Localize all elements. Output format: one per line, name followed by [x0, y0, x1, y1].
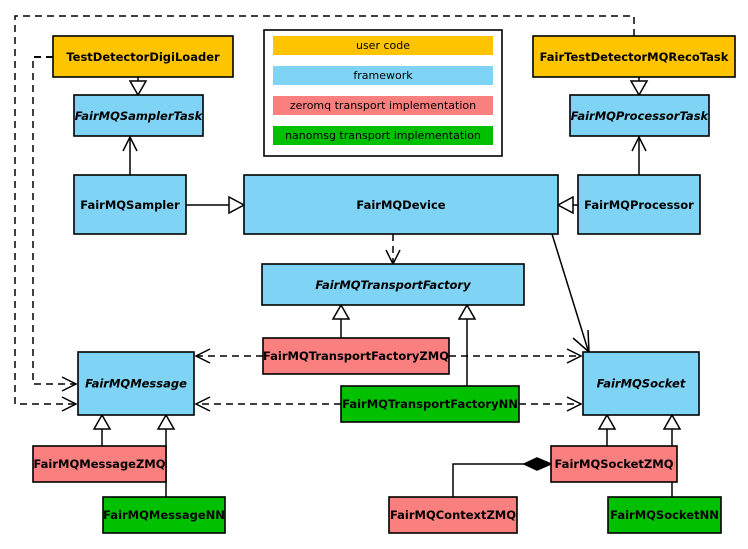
node-FairMQMessageZMQ[interactable]: FairMQMessageZMQ	[32, 445, 167, 483]
node-label: FairTestDetectorMQRecoTask	[540, 50, 729, 64]
legend-swatch	[273, 96, 493, 115]
node-FairMQDevice[interactable]: FairMQDevice	[243, 174, 559, 235]
edge-processor-uses-processortask	[631, 135, 647, 175]
node-box[interactable]	[77, 351, 195, 416]
node-layer: TestDetectorDigiLoader FairTestDetectorM…	[32, 35, 736, 534]
node-box[interactable]	[607, 496, 722, 534]
node-box[interactable]	[262, 337, 450, 375]
legend: user code framework zeromq transport imp…	[263, 29, 503, 157]
node-box[interactable]	[582, 351, 700, 416]
node-FairMQSampler[interactable]: FairMQSampler	[73, 174, 187, 235]
node-box[interactable]	[243, 174, 559, 235]
node-label: FairMQDevice	[356, 198, 445, 212]
legend-item-nanomsg: nanomsg transport implementation	[273, 126, 493, 145]
node-label: TestDetectorDigiLoader	[66, 50, 220, 64]
node-label: FairMQProcessorTask	[571, 109, 710, 123]
node-box[interactable]	[550, 445, 678, 483]
node-label: FairMQMessageNN	[103, 508, 225, 522]
legend-label: zeromq transport implementation	[290, 99, 476, 112]
edge-contextzmq-composed-in-socketzmq	[452, 457, 553, 497]
node-label: FairMQTransportFactoryNN	[342, 397, 518, 411]
node-box[interactable]	[577, 174, 701, 235]
node-box[interactable]	[569, 94, 710, 137]
node-FairMQSocketNN[interactable]: FairMQSocketNN	[607, 496, 722, 534]
node-box[interactable]	[340, 385, 520, 423]
node-FairMQSocketZMQ[interactable]: FairMQSocketZMQ	[550, 445, 678, 483]
node-label: FairMQSamplerTask	[75, 109, 204, 123]
edge-socketzmq-inherits-socket	[597, 413, 617, 446]
edge-recotask-inherits-processortask	[629, 77, 649, 97]
node-label: FairMQSampler	[80, 198, 180, 212]
node-box[interactable]	[388, 496, 518, 534]
node-FairMQMessageNN[interactable]: FairMQMessageNN	[102, 496, 226, 534]
legend-item-framework: framework	[273, 66, 493, 85]
legend-label: framework	[353, 69, 413, 82]
edge-digiloader-uses-message	[32, 56, 78, 392]
node-FairMQTransportFactoryZMQ[interactable]: FairMQTransportFactoryZMQ	[262, 337, 450, 375]
node-label: FairMQTransportFactoryZMQ	[263, 349, 449, 363]
legend-swatch	[273, 126, 493, 145]
edge-sampler-inherits-device	[186, 195, 246, 215]
legend-swatch	[273, 36, 493, 55]
legend-label: user code	[356, 39, 410, 52]
node-box[interactable]	[73, 94, 204, 137]
node-label: FairMQMessage	[85, 377, 187, 391]
edge-factoryzmq-creates-message	[194, 348, 263, 364]
legend-item-zeromq: zeromq transport implementation	[273, 96, 493, 115]
edge-factoryzmq-creates-socket	[449, 348, 583, 364]
node-FairMQTransportFactoryNN[interactable]: FairMQTransportFactoryNN	[340, 385, 520, 423]
node-box[interactable]	[532, 35, 736, 78]
node-label: FairMQTransportFactory	[315, 278, 471, 292]
edge-processor-inherits-device	[556, 195, 578, 215]
edge-factorynn-creates-message	[194, 396, 341, 412]
node-label: FairMQSocketZMQ	[555, 457, 674, 471]
legend-item-user-code: user code	[273, 36, 493, 55]
legend-label: nanomsg transport implementation	[285, 129, 481, 142]
node-box[interactable]	[32, 445, 167, 483]
node-FairMQSamplerTask[interactable]: FairMQSamplerTask	[73, 94, 204, 137]
node-FairMQProcessorTask[interactable]: FairMQProcessorTask	[569, 94, 710, 137]
node-label: FairMQSocket	[597, 377, 686, 391]
node-box[interactable]	[102, 496, 226, 534]
edge-sampler-uses-samplertask	[122, 135, 138, 175]
node-label: FairMQMessageZMQ	[33, 457, 165, 471]
node-FairMQProcessor[interactable]: FairMQProcessor	[577, 174, 701, 235]
node-FairMQSocket[interactable]: FairMQSocket	[582, 351, 700, 416]
node-FairMQMessage[interactable]: FairMQMessage	[77, 351, 195, 416]
edge-factorynn-inherits-factory	[457, 303, 477, 386]
edge-device-uses-transportfactory	[385, 234, 401, 266]
legend-swatch	[273, 66, 493, 85]
edge-digiloader-inherits-samplertask	[128, 77, 148, 97]
node-label: FairMQProcessor	[584, 198, 694, 212]
node-box[interactable]	[52, 35, 234, 78]
edge-factorynn-creates-socket	[519, 396, 583, 412]
node-label: FairMQSocketNN	[610, 508, 719, 522]
node-box[interactable]	[73, 174, 187, 235]
node-FairMQTransportFactory[interactable]: FairMQTransportFactory	[261, 263, 525, 306]
node-TestDetectorDigiLoader[interactable]: TestDetectorDigiLoader	[52, 35, 234, 78]
edge-recotask-uses-message	[14, 15, 635, 412]
node-FairTestDetectorMQRecoTask[interactable]: FairTestDetectorMQRecoTask	[532, 35, 736, 78]
edge-messagezmq-inherits-message	[92, 413, 112, 446]
node-box[interactable]	[261, 263, 525, 306]
node-label: FairMQContextZMQ	[390, 508, 516, 522]
edge-device-uses-socket	[551, 233, 590, 354]
node-FairMQContextZMQ[interactable]: FairMQContextZMQ	[388, 496, 518, 534]
edge-factoryzmq-inherits-factory	[331, 303, 351, 338]
